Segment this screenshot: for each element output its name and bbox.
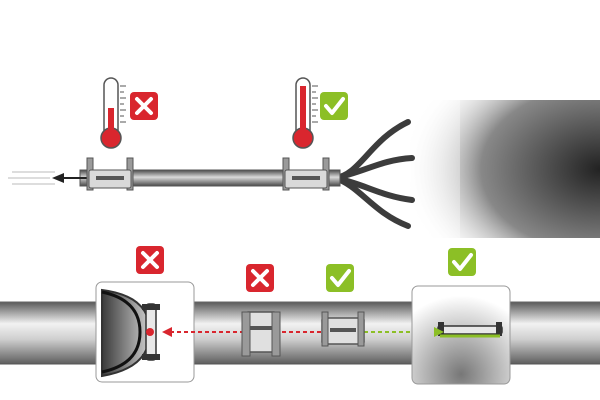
clamp-sensor-right bbox=[282, 157, 330, 191]
wall bbox=[402, 100, 460, 238]
check-icon bbox=[326, 264, 354, 292]
clamp-sensor-correct bbox=[321, 311, 365, 347]
clamp-sensor-left bbox=[86, 157, 134, 191]
branch-cables bbox=[332, 119, 415, 229]
top-scene bbox=[8, 77, 600, 238]
detail-contact bbox=[411, 285, 511, 385]
cross-icon bbox=[246, 264, 274, 292]
thermometer-icon bbox=[100, 77, 126, 149]
bottom-scene bbox=[0, 246, 600, 385]
wall-shadow bbox=[402, 100, 600, 238]
speed-lines bbox=[8, 171, 55, 185]
check-icon bbox=[320, 92, 348, 120]
thermometer-icon bbox=[292, 77, 318, 149]
detail-elbow bbox=[95, 281, 195, 383]
red-dashed-arrow bbox=[162, 327, 322, 337]
check-icon bbox=[448, 248, 476, 276]
cross-icon bbox=[130, 92, 158, 120]
clamp-sensor-loose bbox=[241, 311, 281, 357]
cross-icon bbox=[136, 246, 164, 274]
